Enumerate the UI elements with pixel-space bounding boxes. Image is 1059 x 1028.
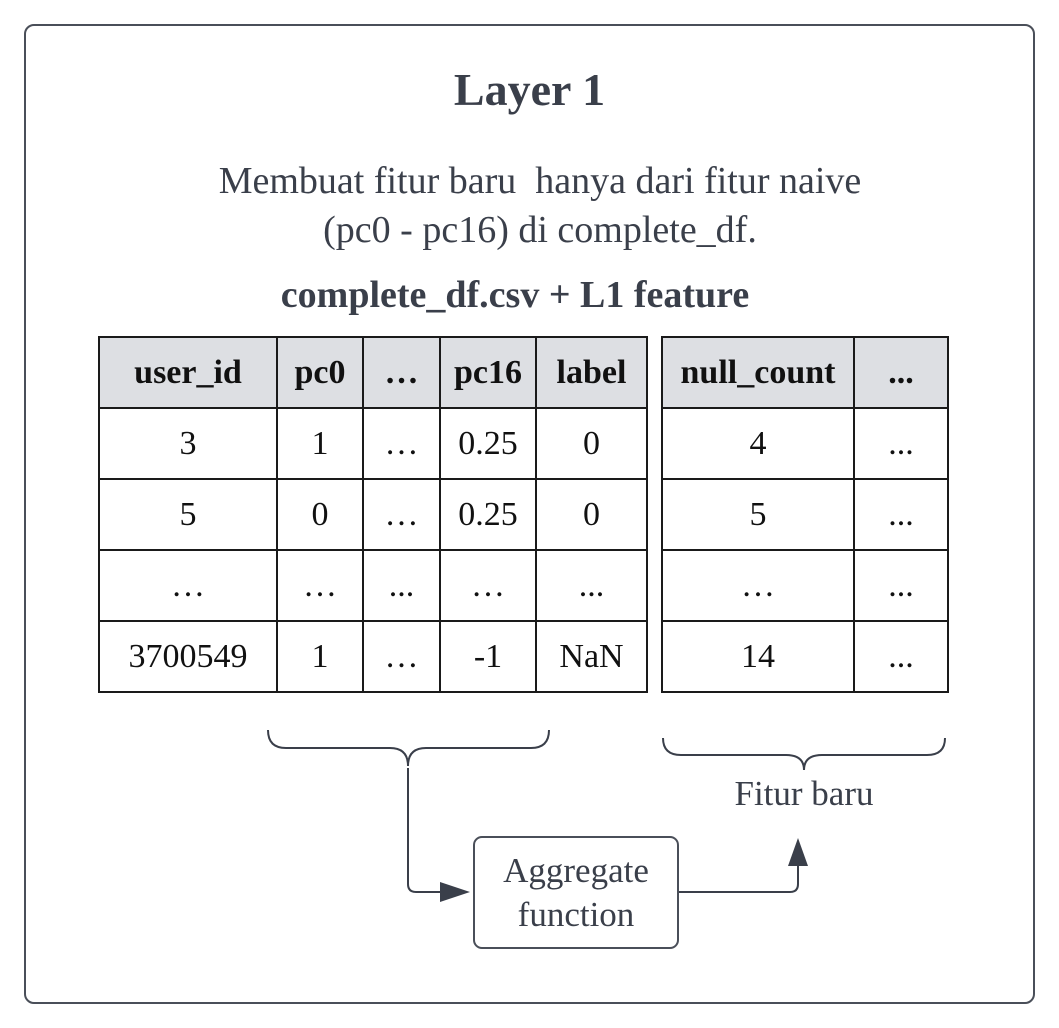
column-header: pc16: [439, 336, 537, 409]
column-header: ...: [853, 336, 949, 409]
arrow-to-new-features-head: [788, 838, 808, 866]
description-line-2: (pc0 - pc16) di complete_df.: [323, 209, 757, 251]
table-cell: …: [362, 620, 441, 693]
table-cell: 0: [535, 478, 648, 551]
table-header-row: null_count ...: [661, 336, 949, 409]
table-row: … … ... … ...: [98, 549, 648, 622]
arrow-to-aggregate: [407, 768, 440, 893]
table-cell: …: [439, 549, 537, 622]
aggregate-function-box: Aggregate function: [473, 836, 679, 949]
table-cell: 0: [276, 478, 364, 551]
table-row: 14 ...: [661, 620, 949, 693]
table-cell: 1: [276, 407, 364, 480]
arrow-to-aggregate-head: [440, 882, 470, 902]
table-row: 4 ...: [661, 407, 949, 480]
table-cell: 0: [535, 407, 648, 480]
column-header: label: [535, 336, 648, 409]
column-header: null_count: [661, 336, 855, 409]
table-cell: ...: [853, 478, 949, 551]
table-cell: -1: [439, 620, 537, 693]
table-cell: …: [362, 407, 441, 480]
description: Membuat fitur baru hanya dari fitur naiv…: [0, 157, 1059, 255]
table-subtitle: complete_df.csv + L1 feature: [280, 274, 750, 316]
table-cell: …: [98, 549, 278, 622]
table-cell: 14: [661, 620, 855, 693]
diagram-title: Layer 1: [453, 64, 606, 115]
description-line-1: Membuat fitur baru hanya dari fitur naiv…: [218, 160, 862, 202]
aggregate-line-1: Aggregate: [503, 850, 649, 890]
column-header: user_id: [98, 336, 278, 409]
table-cell: 3700549: [98, 620, 278, 693]
column-header: pc0: [276, 336, 364, 409]
table-cell: …: [362, 478, 441, 551]
table-cell: 0.25: [439, 478, 537, 551]
table-cell: …: [661, 549, 855, 622]
table-cell: 4: [661, 407, 855, 480]
table-cell: ...: [535, 549, 648, 622]
table-cell: 3: [98, 407, 278, 480]
table-cell: 0.25: [439, 407, 537, 480]
table-cell: 5: [98, 478, 278, 551]
new-feature-table: null_count ... 4 ... 5 ... … ... 14 ...: [661, 336, 949, 693]
table-cell: NaN: [535, 620, 648, 693]
table-cell: ...: [853, 549, 949, 622]
table-row: 3700549 1 … -1 NaN: [98, 620, 648, 693]
new-features-label: Fitur baru: [734, 774, 874, 813]
table-cell: …: [276, 549, 364, 622]
table-row: 3 1 … 0.25 0: [98, 407, 648, 480]
table-row: … ...: [661, 549, 949, 622]
arrow-to-new-features: [679, 866, 799, 893]
feature-brace-left: [267, 729, 550, 767]
table-row: 5 0 … 0.25 0: [98, 478, 648, 551]
table-cell: ...: [853, 620, 949, 693]
table-cell: ...: [362, 549, 441, 622]
aggregate-line-2: function: [517, 894, 635, 934]
complete-df-table: user_id pc0 … pc16 label 3 1 … 0.25 0 5 …: [98, 336, 648, 693]
table-cell: 5: [661, 478, 855, 551]
table-cell: 1: [276, 620, 364, 693]
table-row: 5 ...: [661, 478, 949, 551]
table-cell: ...: [853, 407, 949, 480]
column-header: …: [362, 336, 441, 409]
feature-brace-right: [662, 737, 946, 771]
table-header-row: user_id pc0 … pc16 label: [98, 336, 648, 409]
